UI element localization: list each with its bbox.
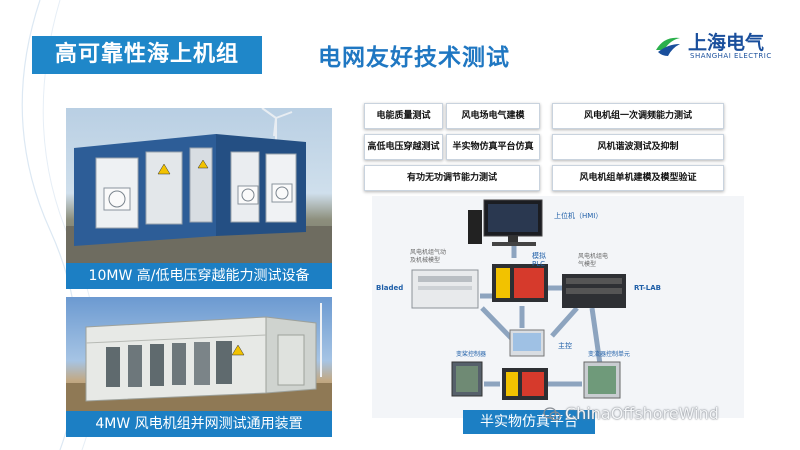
test-item-hvrt-lvrt: 高低电压穿越测试 [364, 134, 443, 160]
connection-arrows [480, 240, 603, 387]
test-item-primary-frequency: 风电机组一次调频能力测试 [552, 103, 724, 129]
aero-model-label-1: 风电机组气动 [410, 248, 446, 256]
rtlab-device-icon [562, 274, 626, 308]
watermark: ChinaOffshoreWind [543, 404, 719, 423]
converter-control-icon [583, 361, 621, 399]
caption-grid-test-device: 4MW 风电机组并网测试通用装置 [66, 411, 332, 437]
hil-platform-label: 半实物仿真平台 [463, 410, 595, 434]
page-title: 高可靠性海上机组 [32, 36, 262, 74]
hmi-label: 上位机（HMI） [554, 211, 602, 220]
rtlab-label: RT-LAB [634, 284, 661, 292]
logo-name-en: SHANGHAI ELECTRIC [690, 52, 772, 60]
bladed-computer-icon [411, 269, 479, 309]
elec-model-label-1: 风电机组电 [578, 252, 608, 260]
elec-model-label-2: 气模型 [578, 260, 596, 268]
logo-mark-icon [656, 37, 680, 56]
main-control-screen-icon [509, 329, 545, 357]
container-photo-illustration [66, 108, 332, 263]
hil-platform-diagram: 上位机（HMI） 模拟 PLC Bladed 风电机组气动 及机械模型 RT-L… [372, 196, 744, 418]
pitch-controller-icon [451, 361, 483, 397]
plc-device-icon [492, 264, 548, 302]
logo-name-cn: 上海电气 [688, 32, 765, 54]
page-subtitle: 电网友好技术测试 [318, 45, 510, 71]
pitch-controller-label: 变桨控制器 [456, 350, 486, 358]
main-control-label: 主控 [558, 341, 572, 350]
grid-test-photo-illustration [66, 303, 332, 413]
test-item-power-quality: 电能质量测试 [364, 103, 443, 129]
aero-model-label-2: 及机械模型 [410, 256, 440, 264]
caption-lvrt-test-equipment: 10MW 高/低电压穿越能力测试设备 [66, 263, 332, 289]
plc-label-bottom: PLC [532, 260, 545, 268]
photo-grid-test-device [66, 297, 332, 413]
shanghai-electric-logo: 上海电气 SHANGHAI ELECTRIC [652, 30, 792, 66]
hmi-computer-icon [468, 199, 543, 246]
test-item-harmonic-test: 风机谐波测试及抑制 [552, 134, 724, 160]
watermark-text: ChinaOffshoreWind [565, 404, 719, 423]
test-item-active-reactive-regulation: 有功无功调节能力测试 [364, 165, 540, 191]
bladed-label: Bladed [376, 284, 403, 292]
plc-label-top: 模拟 [532, 251, 546, 260]
photo-lvrt-test-equipment [66, 108, 332, 263]
wechat-icon [543, 407, 561, 421]
test-item-wind-farm-modeling: 风电场电气建模 [446, 103, 540, 129]
main-control-plc-icon [502, 368, 548, 400]
test-item-hil-simulation: 半实物仿真平台仿真 [446, 134, 540, 160]
test-item-single-turbine-model: 风电机组单机建模及模型验证 [552, 165, 724, 191]
converter-control-label: 变流器控制单元 [588, 350, 630, 358]
